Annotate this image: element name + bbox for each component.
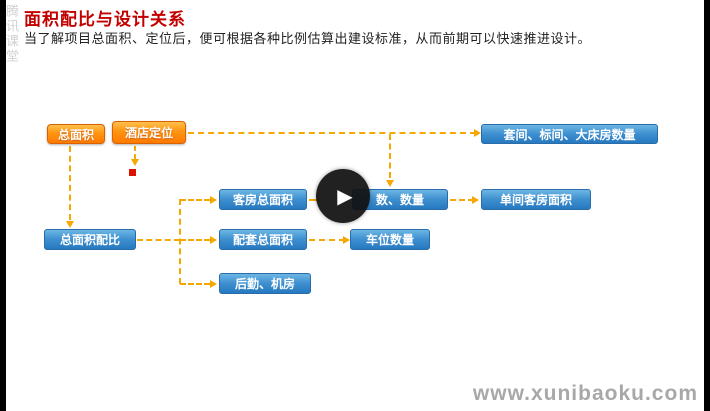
node-count-quantity: 数、数量	[352, 189, 448, 210]
letterbox-left	[0, 0, 6, 411]
node-room-type-counts: 套间、标间、大床房数量	[481, 124, 658, 144]
connector-support-to-parking	[309, 239, 345, 241]
connector-count-to-singleroom	[450, 199, 474, 201]
arrowhead-right-icon	[210, 280, 217, 288]
play-icon: ▶	[337, 184, 353, 208]
connector-totalarea-to-ratio	[69, 146, 71, 220]
node-logistics-machine-room: 后勤、机房	[219, 273, 311, 294]
node-hotel-positioning: 酒店定位	[112, 121, 186, 144]
play-button[interactable]: ▶	[316, 169, 370, 223]
connector-ratio-out	[137, 239, 180, 241]
node-support-total-area: 配套总面积	[219, 229, 307, 250]
red-pointer-marker	[129, 169, 136, 176]
node-total-area: 总面积	[47, 124, 105, 144]
connector-ratio-trunk	[179, 199, 181, 284]
arrowhead-right-icon	[474, 129, 481, 137]
connector-to-logistics	[180, 283, 210, 285]
arrowhead-down-icon	[66, 221, 74, 228]
arrowhead-right-icon	[210, 236, 217, 244]
arrowhead-right-icon	[472, 196, 479, 204]
node-single-room-area: 单间客房面积	[481, 189, 591, 210]
node-total-area-ratio: 总面积配比	[44, 229, 136, 250]
connector-guestroom-to-count	[309, 199, 319, 201]
connector-positioning-to-roomtypes	[188, 132, 476, 134]
arrowhead-right-icon	[343, 236, 350, 244]
node-parking-count: 车位数量	[350, 229, 430, 250]
connector-to-guestroom	[180, 199, 210, 201]
connector-to-support	[180, 239, 210, 241]
arrowhead-right-icon	[210, 196, 217, 204]
connector-branch-to-count	[389, 134, 391, 178]
connector-positioning-stub	[134, 146, 136, 159]
arrowhead-down-icon	[386, 180, 394, 187]
page-subtitle: 当了解项目总面积、定位后，便可根据各种比例估算出建设标准，从而前期可以快速推进设…	[24, 31, 592, 46]
arrowhead-down-icon	[131, 159, 139, 166]
page-title: 面积配比与设计关系	[24, 10, 186, 29]
corner-watermark: 腾讯课堂	[4, 4, 19, 64]
site-watermark: www.xunibaoku.com	[472, 382, 698, 405]
letterbox-right	[704, 0, 710, 411]
node-guestroom-total-area: 客房总面积	[219, 189, 307, 210]
